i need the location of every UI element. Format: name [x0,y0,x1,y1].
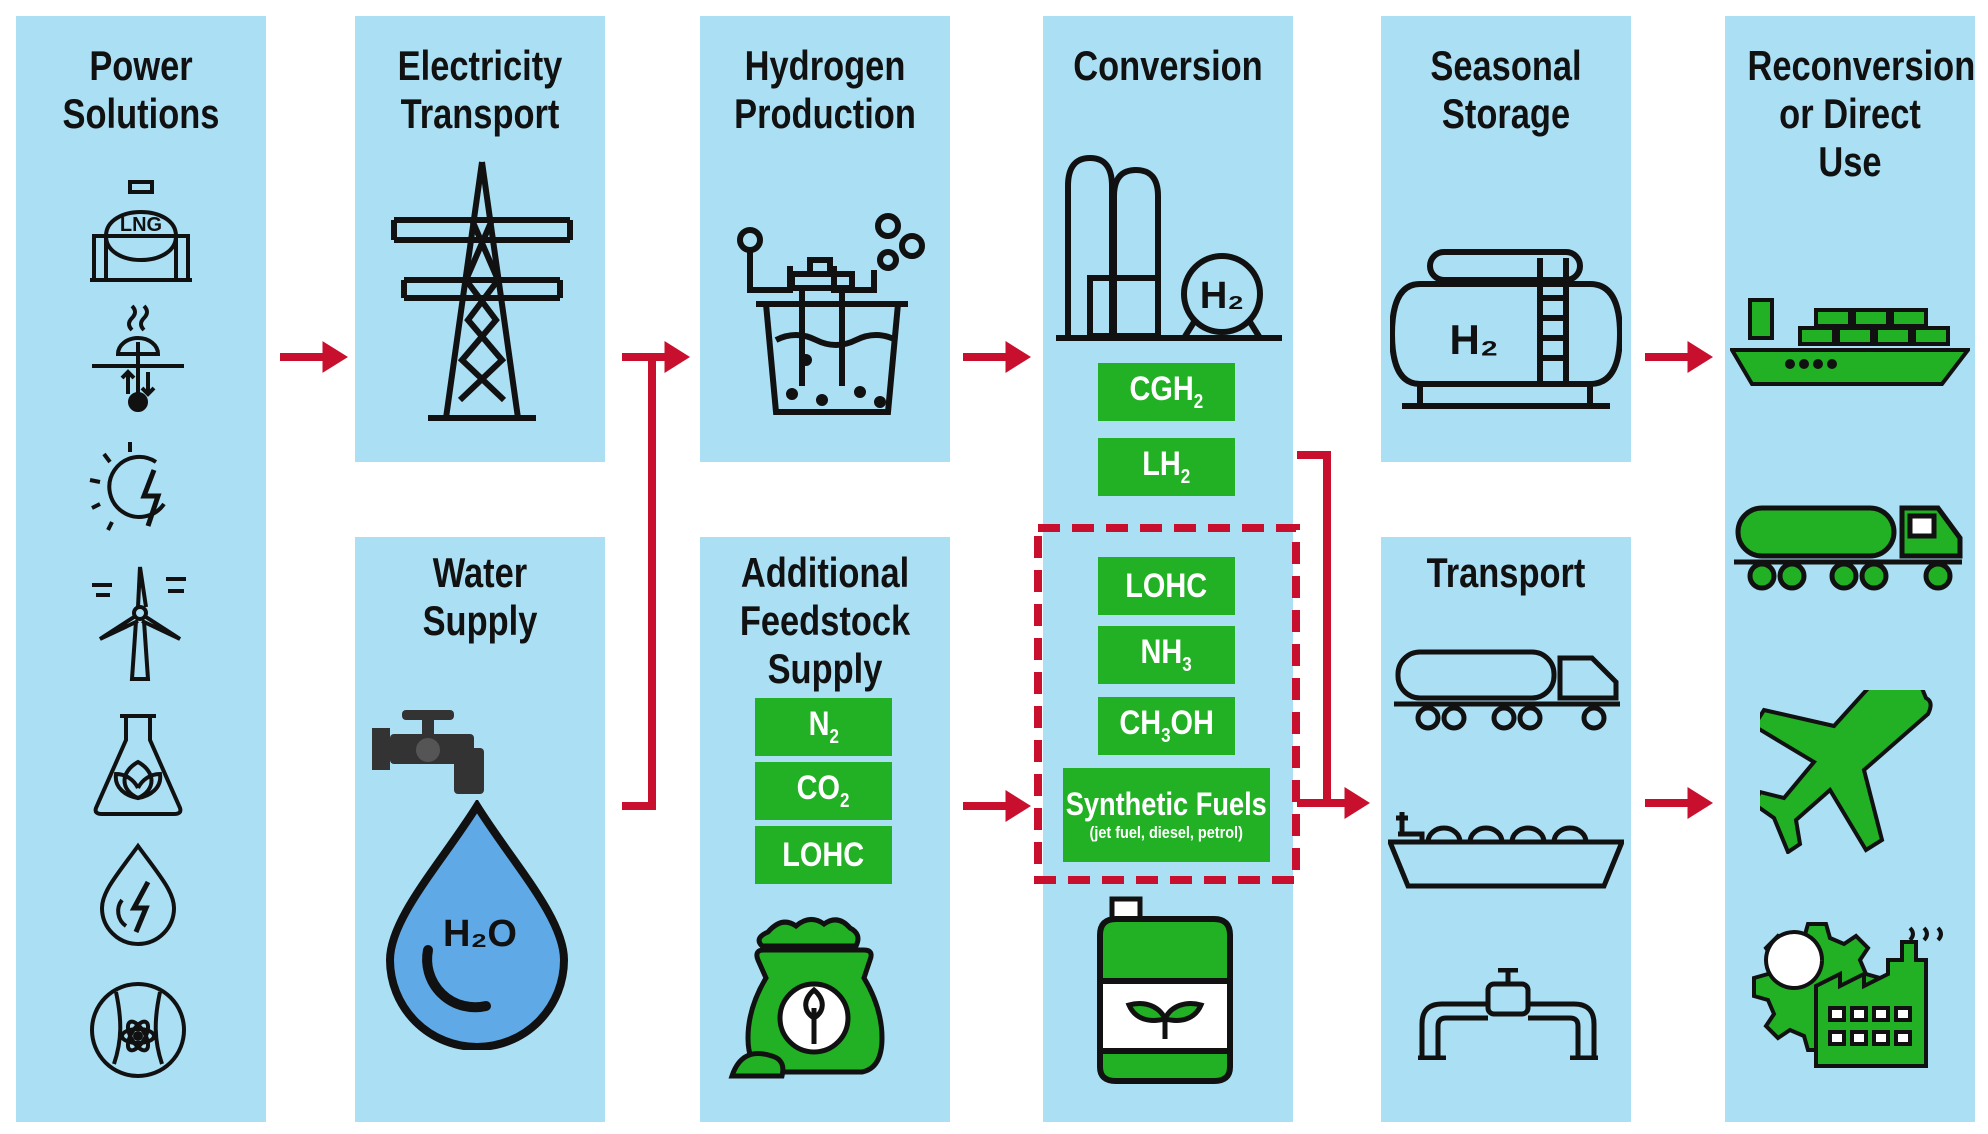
geothermal-icon [92,304,184,412]
hydropower-icon [99,842,177,946]
carrier-dashed-group [1034,524,1300,884]
hydrogen-production-title: Hydrogen Production [734,42,916,137]
container-ship-icon [1730,298,1970,386]
ch3oh-tail: OH [1170,704,1214,742]
tanker-truck-icon [1394,649,1620,731]
ch3oh-label: CH [1119,704,1161,742]
tanker-ship-icon [1388,812,1624,889]
electrolysis-icon [737,213,925,415]
conversion-nh3-box: NH3 [1098,626,1235,684]
synthetic-fuels-box: Synthetic Fuels (jet fuel, diesel, petro… [1063,768,1270,862]
feedstock-n2-sub: 2 [829,726,839,748]
feedstock-lohc-box: LOHC [755,826,892,884]
seasonal-storage-title: Seasonal Storage [1430,42,1582,137]
feedstock-co2-box: CO2 [755,762,892,820]
conversion-cgh2-box: CGH2 [1098,363,1235,421]
nh3-label: NH [1140,633,1183,671]
power-solutions-title: Power Solutions [62,42,220,137]
feedstock-lohc-label: LOHC [782,835,865,874]
ch3oh-sub: 3 [1160,725,1171,747]
cgh2-sub: 2 [1193,391,1204,413]
nh3-sub: 3 [1182,654,1193,676]
lh2-label: LH [1142,445,1182,483]
connector-conversion-down [1297,451,1340,807]
storage-h2-label: H₂ [1450,316,1499,363]
feedstock-supply-title: Additional Feedstock Supply [739,549,911,692]
feedstock-n2-label: N [808,705,830,743]
lng-icon: LNG [90,180,192,282]
lh2-sub: 2 [1181,466,1191,488]
conversion-title: Conversion [1073,42,1263,89]
conversion-ch3oh-box: CH3OH [1098,697,1235,755]
lng-label: LNG [120,214,162,236]
conversion-lh2-box: LH2 [1098,438,1235,496]
reconversion-title: Reconversion or Direct Use [1747,42,1976,185]
h2o-label: H₂O [443,913,517,955]
biomass-icon [93,714,183,816]
feedstock-co2-label: CO [797,769,841,807]
factory-gear-icon [1752,922,1943,1068]
conversion-plant-icon: H₂ [1056,154,1282,341]
faucet-icon [372,710,484,794]
airplane-icon [1760,690,1933,854]
nuclear-icon [90,982,186,1078]
conversion-lohc-box: LOHC [1098,557,1235,615]
conversion-h2-label: H₂ [1200,275,1244,317]
carrier-lohc-label: LOHC [1125,566,1208,605]
feedstock-co2-sub: 2 [840,790,850,812]
synthetic-fuels-note: (jet fuel, diesel, petrol) [1089,823,1244,842]
feedstock-n2-box: N2 [755,698,892,756]
connector-water-up [622,353,662,810]
fuel-canister-icon [1097,896,1233,1084]
feedstock-sack-icon [728,917,885,1079]
green-tanker-truck-icon [1734,505,1963,591]
transport-title: Transport [1426,549,1586,596]
wind-turbine-icon [92,566,186,681]
water-supply-title: Water Supply [422,549,538,644]
water-drop-icon: H₂O [385,800,569,1050]
pipeline-icon [1418,968,1598,1060]
transmission-tower-icon [391,161,573,421]
storage-tank-icon: H₂ [1390,249,1622,409]
electricity-transport-title: Electricity Transport [397,42,563,137]
solar-icon [89,442,166,531]
cgh2-label: CGH [1129,370,1194,408]
synthetic-fuels-label: Synthetic Fuels [1065,786,1268,822]
